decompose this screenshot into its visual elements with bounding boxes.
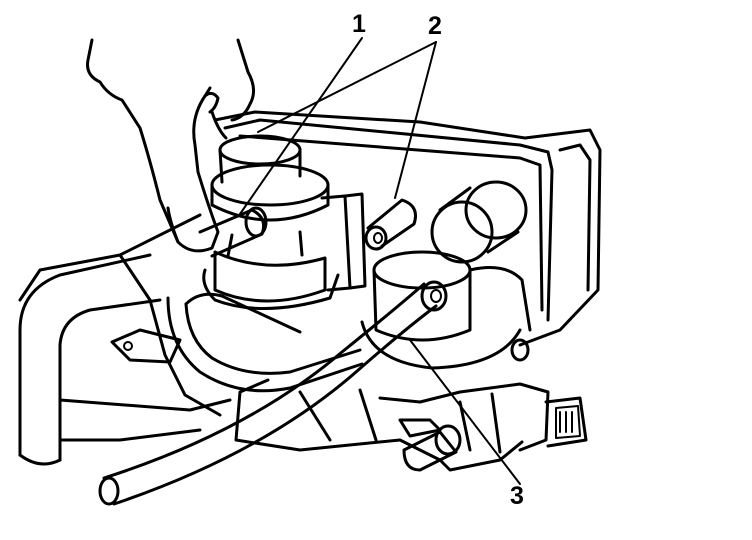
connector-assembly [234,378,588,472]
loop-hose [166,292,364,393]
callout-1: 1 [352,10,366,38]
callout-3: 3 [510,482,524,510]
right-valve [360,180,532,370]
leader-line-1 [239,37,363,215]
left-hose [18,253,232,466]
leader-line-2a [394,41,437,199]
leader-line-3 [409,339,521,485]
thin-hose [98,282,438,506]
leader-lines [239,37,521,485]
engine-block [18,110,602,417]
hand-illustration [86,38,255,253]
leader-line-2b [257,41,437,133]
left-valve [198,134,340,311]
bracket [320,192,367,292]
callout-2: 2 [428,12,442,40]
